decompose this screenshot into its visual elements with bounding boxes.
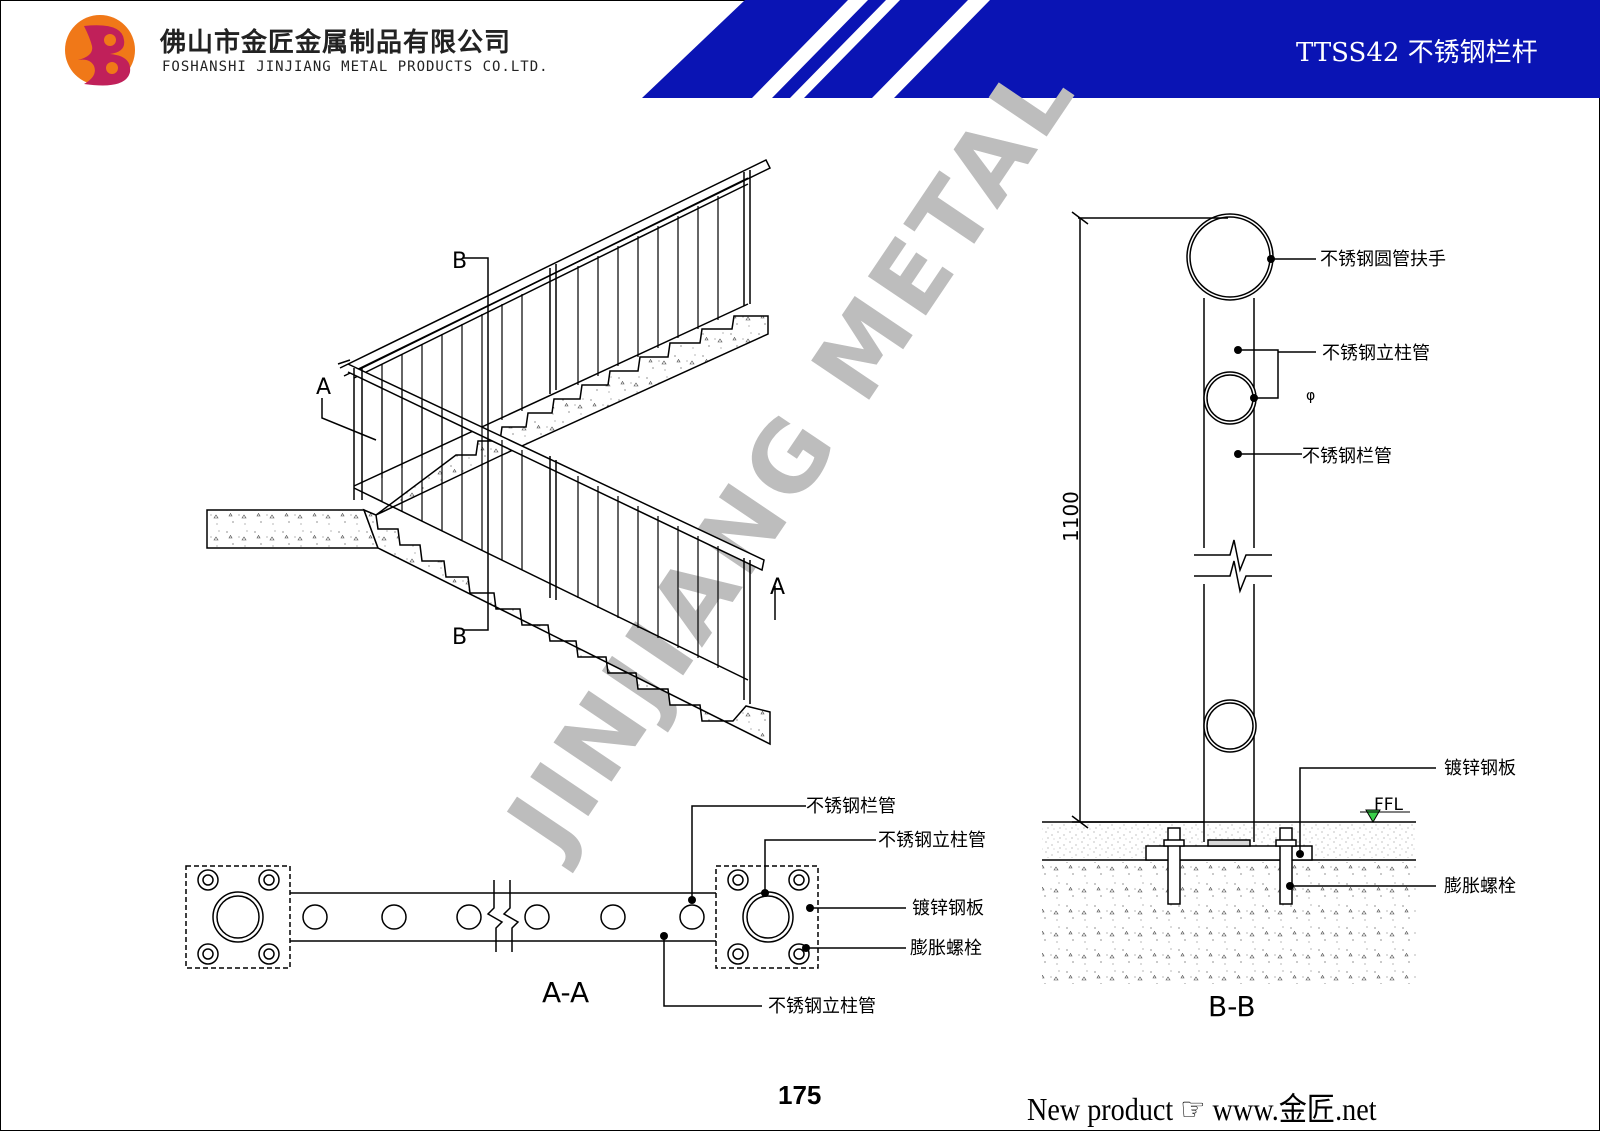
footer-website[interactable]: New product ☞ www.金匠.net <box>1027 1091 1377 1127</box>
section-bb-dots <box>1234 255 1304 890</box>
bb-phi: φ <box>1306 388 1315 404</box>
aa-label-plate: 镀锌钢板 <box>912 898 984 919</box>
bb-ffl: FFL <box>1374 795 1404 815</box>
aa-caption: A-A <box>542 976 589 1009</box>
watermark: JINJIANG METAL <box>483 38 1099 876</box>
section-b-label-bottom: B <box>452 625 467 650</box>
stair-section-labels: B B A A <box>316 249 785 650</box>
section-aa-dots <box>660 889 814 952</box>
header-band <box>642 0 1600 98</box>
company-name-cn: 佛山市金匠金属制品有限公司 <box>160 28 512 58</box>
bb-label-bolt: 膨胀螺栓 <box>1444 876 1516 897</box>
company-logo <box>65 15 135 86</box>
bb-height-dim: 1100 <box>1059 491 1083 542</box>
company-name-en: FOSHANSHI JINJIANG METAL PRODUCTS CO.LTD… <box>162 59 549 75</box>
section-bb-labels: 不锈钢圆管扶手 不锈钢立柱管 φ 不锈钢栏管 镀锌钢板 膨胀螺栓 FFL 110… <box>1059 249 1516 1023</box>
bb-label-plate: 镀锌钢板 <box>1444 758 1516 779</box>
aa-label-post-tube-top: 不锈钢立柱管 <box>878 830 986 851</box>
section-a-label-left: A <box>316 375 331 400</box>
section-bb-elevation <box>1042 211 1436 984</box>
section-aa-plan <box>185 805 906 1007</box>
bb-label-handrail: 不锈钢圆管扶手 <box>1320 249 1446 270</box>
aa-label-bolt: 膨胀螺栓 <box>910 938 982 959</box>
bb-label-rail: 不锈钢栏管 <box>1302 446 1392 467</box>
aa-label-post-tube-bottom: 不锈钢立柱管 <box>768 996 876 1017</box>
bb-label-post: 不锈钢立柱管 <box>1322 343 1430 364</box>
document-title: TTSS42 不锈钢栏杆 <box>1296 38 1538 68</box>
bb-caption: B-B <box>1208 990 1256 1023</box>
page-number: 175 <box>778 1080 822 1110</box>
section-aa-labels: 不锈钢栏管 不锈钢立柱管 镀锌钢板 膨胀螺栓 不锈钢立柱管 A-A <box>542 796 986 1017</box>
stair-isometric <box>206 159 776 746</box>
section-b-label-top: B <box>452 249 467 274</box>
section-a-label-right: A <box>770 575 785 600</box>
aa-label-rail-tube: 不锈钢栏管 <box>806 796 896 817</box>
